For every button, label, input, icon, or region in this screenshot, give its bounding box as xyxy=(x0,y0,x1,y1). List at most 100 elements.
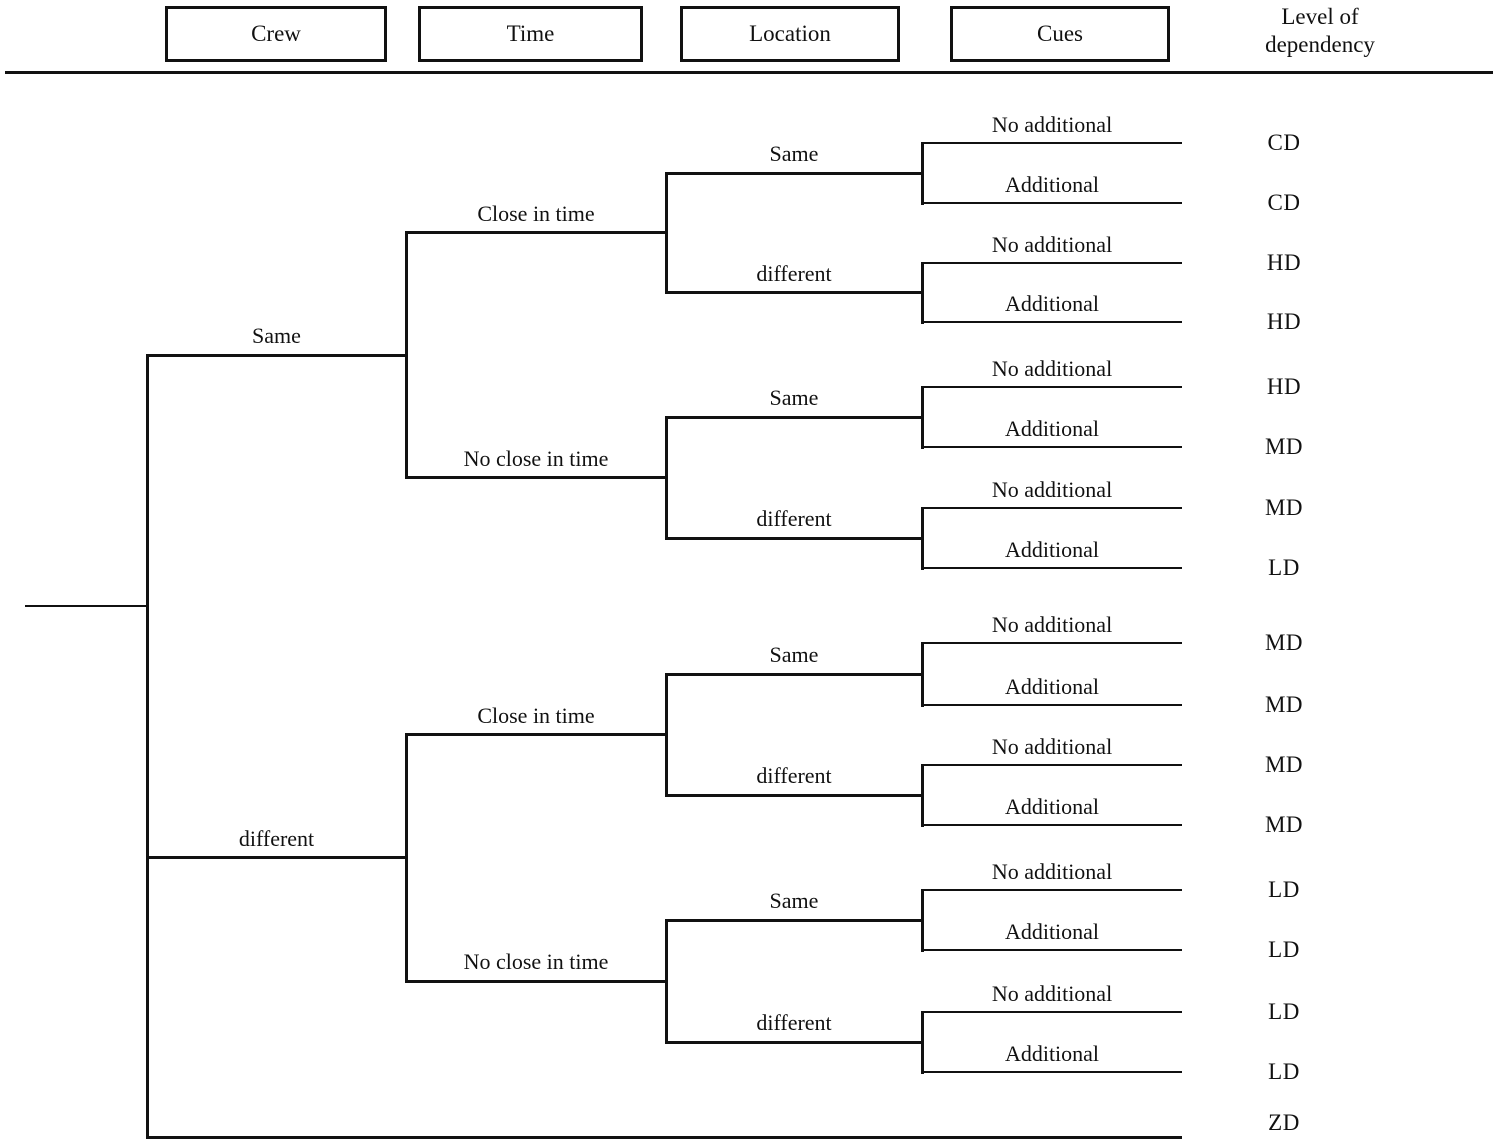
cue-branch-label: No additional xyxy=(991,232,1113,257)
cue-branch-line xyxy=(922,262,1182,264)
cues-connector xyxy=(920,141,924,205)
cue-branch-label: Additional xyxy=(1004,1041,1100,1066)
time-connector xyxy=(404,231,408,479)
cue-branch-label: No additional xyxy=(991,112,1113,137)
cue-branch-label: Additional xyxy=(1004,794,1100,819)
cue-branch-label: No additional xyxy=(991,734,1113,759)
location-branch-line xyxy=(666,291,922,294)
level-label: HD xyxy=(1266,374,1302,399)
cue-branch-line xyxy=(922,202,1182,204)
location-branch-line xyxy=(666,672,922,676)
cue-branch-line xyxy=(922,386,1182,388)
cue-branch-label: No additional xyxy=(991,356,1113,381)
cues-connector xyxy=(920,763,924,827)
cues-connector xyxy=(920,261,924,324)
header-label-level-line1: Level of xyxy=(1281,4,1359,29)
time-branch-label: Close in time xyxy=(477,702,595,728)
cue-branch-label: Additional xyxy=(1004,416,1100,441)
crew-branch-line xyxy=(147,353,406,357)
location-branch-label: different xyxy=(756,1010,832,1035)
header-label-time: Time xyxy=(506,21,555,46)
cue-branch-label: Additional xyxy=(1004,172,1100,197)
cue-branch-line xyxy=(922,507,1182,509)
location-branch-label: Same xyxy=(769,141,819,166)
header-box-crew: Crew xyxy=(165,6,387,62)
cue-branch-line xyxy=(922,1011,1182,1013)
root-stub-line xyxy=(25,605,147,608)
level-label: CD xyxy=(1267,130,1301,155)
time-branch-line xyxy=(406,979,666,983)
location-branch-label: Same xyxy=(769,888,819,913)
cue-branch-line xyxy=(922,824,1182,826)
time-branch-label: Close in time xyxy=(477,200,595,226)
level-label: CD xyxy=(1267,190,1301,215)
cue-branch-line xyxy=(922,321,1182,323)
header-label-level-of-dependency: Level of dependency xyxy=(1265,3,1375,59)
cue-branch-label: Additional xyxy=(1004,291,1100,316)
time-connector xyxy=(404,733,408,983)
time-branch-line xyxy=(406,231,666,235)
time-branch-line xyxy=(406,733,666,736)
header-label-cues: Cues xyxy=(1037,21,1083,46)
location-connector xyxy=(664,918,668,1044)
cue-branch-line xyxy=(922,567,1182,569)
cues-connector xyxy=(920,641,924,707)
header-divider-line xyxy=(5,71,1493,74)
location-branch-line xyxy=(666,1040,922,1044)
cue-branch-line xyxy=(922,1071,1182,1073)
level-label: LD xyxy=(1268,877,1300,902)
level-label: LD xyxy=(1268,937,1300,962)
header-box-location: Location xyxy=(680,6,900,62)
level-label: LD xyxy=(1268,1059,1300,1084)
location-branch-line xyxy=(666,793,922,797)
crew-branch-label: different xyxy=(238,825,315,851)
location-connector xyxy=(664,672,668,797)
cue-branch-label: No additional xyxy=(991,477,1113,502)
level-label: ZD xyxy=(1268,1110,1300,1135)
level-label: LD xyxy=(1268,555,1300,580)
location-branch-line xyxy=(666,536,922,540)
level-label: LD xyxy=(1268,999,1300,1024)
cue-branch-label: No additional xyxy=(991,981,1113,1006)
level-label: MD xyxy=(1264,495,1304,520)
cues-connector xyxy=(920,506,924,570)
cues-connector xyxy=(920,385,924,449)
level-label: HD xyxy=(1266,309,1302,334)
location-branch-line xyxy=(666,415,922,419)
cue-branch-line xyxy=(922,949,1182,951)
cue-branch-line xyxy=(922,642,1182,644)
header-box-time: Time xyxy=(418,6,643,62)
level-label: MD xyxy=(1264,812,1304,837)
crew-branch-label: Same xyxy=(252,323,301,349)
level-label: MD xyxy=(1264,434,1304,459)
cue-branch-line xyxy=(922,446,1182,448)
cue-branch-label: No additional xyxy=(991,612,1113,637)
cues-connector xyxy=(920,888,924,952)
zd-branch-line xyxy=(147,1135,1182,1139)
header-box-cues: Cues xyxy=(950,6,1170,62)
header-label-location: Location xyxy=(749,21,831,46)
location-branch-label: different xyxy=(756,260,832,286)
crew-connector xyxy=(145,353,149,1139)
location-connector xyxy=(664,415,668,540)
cue-branch-line xyxy=(922,764,1182,766)
cue-branch-label: Additional xyxy=(1004,537,1100,562)
time-branch-label: No close in time xyxy=(463,445,609,471)
level-label: MD xyxy=(1264,752,1304,777)
location-branch-label: Same xyxy=(769,642,819,667)
cue-branch-label: No additional xyxy=(991,859,1113,884)
level-label: MD xyxy=(1264,692,1304,717)
cue-branch-line xyxy=(922,889,1182,891)
cues-connector xyxy=(920,1010,924,1074)
location-connector xyxy=(664,171,668,294)
time-branch-line xyxy=(406,476,666,479)
location-branch-label: different xyxy=(756,506,832,531)
level-label: HD xyxy=(1266,250,1302,275)
location-branch-label: different xyxy=(756,763,832,788)
cue-branch-line xyxy=(922,142,1182,144)
location-branch-line xyxy=(666,918,922,922)
crew-branch-line xyxy=(147,856,406,860)
time-branch-label: No close in time xyxy=(463,949,609,974)
level-label: MD xyxy=(1264,630,1304,655)
